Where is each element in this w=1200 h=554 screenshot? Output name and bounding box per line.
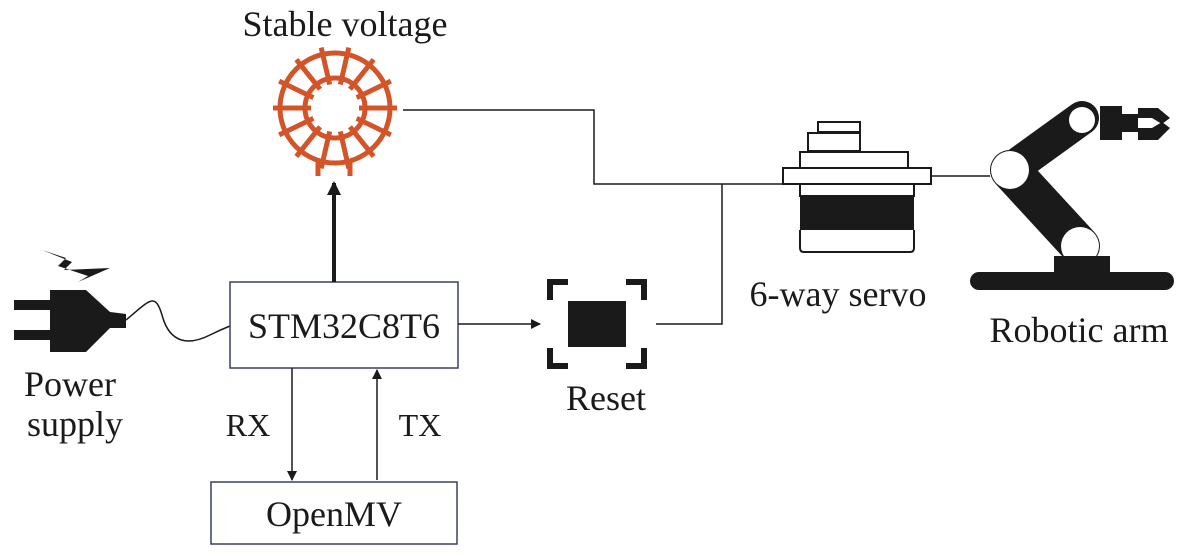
power-supply-label-line2: supply [27,404,123,444]
coil-winding [348,125,376,159]
coil-winding [337,46,352,86]
rx-label: RX [226,407,270,443]
robotic-arm-label: Robotic arm [990,310,1169,350]
servo-motor-icon [782,121,932,253]
stable-voltage-label: Stable voltage [243,4,448,44]
power-supply-label-line1: Power [24,364,116,404]
power-cable [125,300,231,342]
coil-winding [348,57,376,91]
lightning-icon [42,250,110,282]
coil-winding [318,46,333,86]
coil-winding [355,78,392,100]
coil-winding [294,125,322,159]
mcu-label: STM32C8T6 [248,306,440,346]
robotic-arm-icon [970,101,1174,290]
openmv-label: OpenMV [266,494,402,534]
coil-winding [294,57,322,91]
tx-label: TX [399,407,442,443]
reset-label: Reset [566,378,646,418]
servo-label: 6-way servo [750,274,927,314]
openmv-block: OpenMV [210,481,458,545]
mcu-block: STM32C8T6 [229,281,459,369]
power-plug-icon [14,290,126,352]
coil-winding [278,116,315,138]
coil-winding [278,78,315,100]
toroid-coil-icon [273,46,397,176]
regulator-to-servo-line [403,109,785,185]
coil-winding [318,130,333,170]
coil-winding [337,130,352,170]
reset-to-servo-line [656,184,723,325]
coil-winding [355,116,392,138]
reset-button-icon [547,279,647,369]
